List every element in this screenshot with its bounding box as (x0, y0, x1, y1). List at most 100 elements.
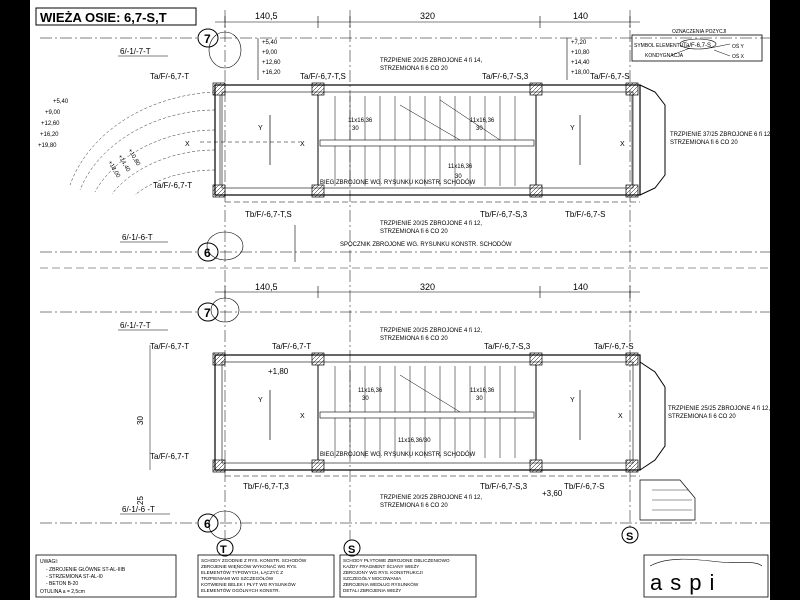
svg-text:ELEMENTÓW OGÓLNYCH KONSTR.: ELEMENTÓW OGÓLNYCH KONSTR. (201, 587, 280, 593)
title-block: WIEŻA OSIE: 6,7-S,T (35, 7, 197, 26)
bottom-note-right-2: STRZEMIONA fi 6 CO 20 (668, 414, 736, 420)
top-spocznik-note: SPOCZNIK ZBROJONE WG. RYSUNKU KONSTR. SC… (340, 241, 512, 248)
svg-text:+5,40: +5,40 (262, 40, 278, 46)
top-x2: X (300, 141, 305, 148)
drawing-title: WIEŻA OSIE: 6,7-S,T (40, 10, 167, 25)
svg-text:S: S (626, 531, 633, 543)
svg-text:ZBROJENIA WEDŁUG RYSUNKÓW: ZBROJENIA WEDŁUG RYSUNKÓW (343, 581, 419, 587)
top-note-right-2: STRZEMIONA fi 6 CO 20 (670, 140, 738, 146)
dimension-line-bottom (215, 286, 640, 298)
svg-text:+16,20: +16,20 (262, 70, 281, 76)
bottom-note-bottom-1: TRZPIENIE 20/25 ZBROJONE 4 fi 12, (380, 495, 482, 501)
bottom-elev: +1,80 (268, 367, 289, 376)
top-note-bottom-1: TRZPIENIE 20/25 ZBROJONE 4 fi 12, (380, 221, 482, 227)
svg-text:+9,00: +9,00 (45, 110, 61, 116)
bottom-landing: 11x16,36/30 (398, 438, 431, 444)
svg-text:+14,40: +14,40 (571, 60, 590, 66)
top-stair2-a: 11x16,36 (470, 118, 495, 124)
svg-text:+18,00: +18,00 (571, 70, 590, 76)
side-dim-30: 30 (136, 416, 145, 425)
bottom-stair1-b: 30 (362, 396, 369, 402)
top-label-bm2: Tb/F/-6,7-S,3 (480, 210, 528, 219)
top-landing-b: 30 (455, 174, 462, 180)
svg-text:+12,60: +12,60 (262, 60, 281, 66)
svg-text:S: S (348, 544, 355, 556)
structural-drawing: WIEŻA OSIE: 6,7-S,T OZNACZENIA POZYCJI S… (35, 7, 770, 598)
legend-kondygnacja: KONDYGNACJA (645, 53, 684, 59)
svg-text:SZCZEGÓŁY MOCOWANIA: SZCZEGÓŁY MOCOWANIA (343, 575, 402, 581)
legend: OZNACZENIA POZYCJI SYMBOL ELEMENTU Ta/F-… (631, 29, 763, 62)
top-landing-a: 11x16,36 (448, 164, 473, 170)
bottom-note-bottom-2: STRZEMIONA fi 6 CO 20 (380, 503, 448, 509)
top-label-tm: Ta/F/-6,7-T,S (300, 72, 346, 81)
top-stair1-b: 30 (352, 126, 359, 132)
top-elevations-left: +5,40 +9,00 +12,60 +16,20 (257, 38, 281, 80)
top-x3: X (620, 141, 625, 148)
bottom-label-tl: Ta/F/-6,7-T (150, 342, 189, 351)
top-plan: 11x16,36 30 11x16,36 30 11x16,36 30 Y Y … (185, 82, 666, 203)
svg-text:6: 6 (204, 517, 211, 531)
mark-top-7: 6/-1/-7-T (120, 47, 151, 56)
svg-text:- STRZEMIONA ST-AL-I0: - STRZEMIONA ST-AL-I0 (46, 574, 103, 580)
bottom-label-tm: Ta/F/-6,7-T (272, 342, 311, 351)
svg-text:ZBROJONY WG RYS. KONSTRUKCJI: ZBROJONY WG RYS. KONSTRUKCJI (343, 570, 423, 575)
svg-text:KOTWIENIE BELEK I PŁYT WG RYSU: KOTWIENIE BELEK I PŁYT WG RYSUNKÓW (201, 581, 296, 587)
axis-marker-6-bottom: 6 (197, 510, 242, 540)
bottom-note-right-1: TRZPIENIE 25/25 ZBROJONE 4 fi 12, (668, 406, 770, 412)
side-dim-25: 25 (136, 496, 145, 505)
top-label-bm: Tb/F/-6,7-T,S (245, 210, 292, 219)
top-note-bottom-2: STRZEMIONA fi 6 CO 20 (380, 229, 448, 235)
axis-marker-7-bottom: 7 (197, 297, 240, 323)
note-box-2: SCHODY ZGODNIE Z RYS. KONSTR. SCHODÓW ZB… (197, 554, 335, 598)
top-note-top-1: TRZPIENIE 20/25 ZBROJONE 4 fi 14, (380, 58, 482, 64)
top-label-tr1: Ta/F/-6,7-S,3 (482, 72, 529, 81)
bottom-label-br: Tb/F/-6,7-S (564, 482, 604, 491)
axis-marker-7-top: 7 (197, 28, 242, 69)
bottom-elev-b: +3,60 (542, 489, 563, 498)
svg-text:TRZPIENIAMI WG SZCZEGÓŁÓW: TRZPIENIAMI WG SZCZEGÓŁÓW (201, 575, 274, 581)
note-box-3: SCHODY PŁYTOWE ZBROJONE OBLICZENIOWO KAŻ… (339, 554, 477, 598)
bottom-plan: 11x16,36 30 11x16,36 30 11x16,36/30 Y Y … (212, 352, 696, 521)
dim-320-bottom: 320 (420, 282, 435, 292)
top-elevations-right: +7,20 +10,80 +14,40 +18,00 (566, 38, 590, 80)
svg-text:SCHODY ZGODNIE Z RYS. KONSTR.: SCHODY ZGODNIE Z RYS. KONSTR. SCHODÓW (201, 557, 307, 563)
svg-text:7: 7 (204, 32, 211, 46)
top-y2: Y (570, 125, 575, 132)
bottom-label-tr1: Ta/F/-6,7-S,3 (484, 342, 531, 351)
bottom-label-tr2: Ta/F/-6,7-S (594, 342, 634, 351)
drawing-sheet: WIEŻA OSIE: 6,7-S,T OZNACZENIA POZYCJI S… (30, 0, 770, 600)
svg-text:6: 6 (204, 246, 211, 260)
bottom-label-bm: Tb/F/-6,7-T,3 (243, 482, 289, 491)
axis-marker-6-top: 6 (197, 231, 244, 262)
top-bieg-note: BIEG ZBROJONE WG. RYSUNKU KONSTR. SCHODÓ… (320, 179, 476, 186)
top-x1: X (185, 141, 190, 148)
svg-text:+5,40: +5,40 (53, 99, 69, 105)
top-stair1-a: 11x16,36 (348, 118, 373, 124)
dim-140-5-bottom: 140,5 (255, 282, 278, 292)
note-box-1: UWAGI: - ZBROJENIE GŁÓWNE ST-AL-IIIB - S… (35, 554, 177, 598)
bottom-bieg-note: BIEG ZBROJONE WG. RYSUNKU KONSTR. SCHODÓ… (320, 451, 476, 458)
svg-text:ZBROJENIE WIĘŃCÓW WYKONAĆ WG R: ZBROJENIE WIĘŃCÓW WYKONAĆ WG RYS. (201, 563, 297, 569)
bottom-label-bl: Ta/F/-6,7-T (150, 452, 189, 461)
bottom-stair1-a: 11x16,36 (358, 388, 383, 394)
top-label-tr2: Ta/F/-6,7-S (590, 72, 630, 81)
axis-marker-t: T (216, 539, 234, 557)
svg-text:+18,00: +18,00 (106, 160, 121, 180)
svg-text:SCHODY PŁYTOWE ZBROJONE OBLICZ: SCHODY PŁYTOWE ZBROJONE OBLICZENIOWO (343, 558, 450, 563)
svg-text:UWAGI:: UWAGI: (40, 559, 58, 565)
svg-text:+12,60: +12,60 (41, 121, 60, 127)
mark-bottom-6: 6/-1/-6 -T (122, 505, 155, 514)
bottom-stair2-b: 30 (476, 396, 483, 402)
bottom-x2: X (618, 413, 623, 420)
legend-header: OZNACZENIA POZYCJI (672, 29, 726, 35)
top-stair2-b: 30 (476, 126, 483, 132)
axis-marker-s: S (343, 539, 361, 557)
top-label-br: Tb/F/-6,7-S (565, 210, 605, 219)
bottom-stair2-a: 11x16,36 (470, 388, 495, 394)
bottom-y1: Y (258, 397, 263, 404)
svg-text:DETALI ZBROJENIA WIEŻY: DETALI ZBROJENIA WIEŻY (343, 587, 401, 593)
legend-symbol: SYMBOL ELEMENTU (634, 43, 684, 49)
svg-text:+19,80: +19,80 (38, 143, 57, 149)
dimension-line-top (215, 16, 640, 28)
svg-text:- ZBROJENIE GŁÓWNE ST-AL-IIIB: - ZBROJENIE GŁÓWNE ST-AL-IIIB (46, 566, 126, 573)
